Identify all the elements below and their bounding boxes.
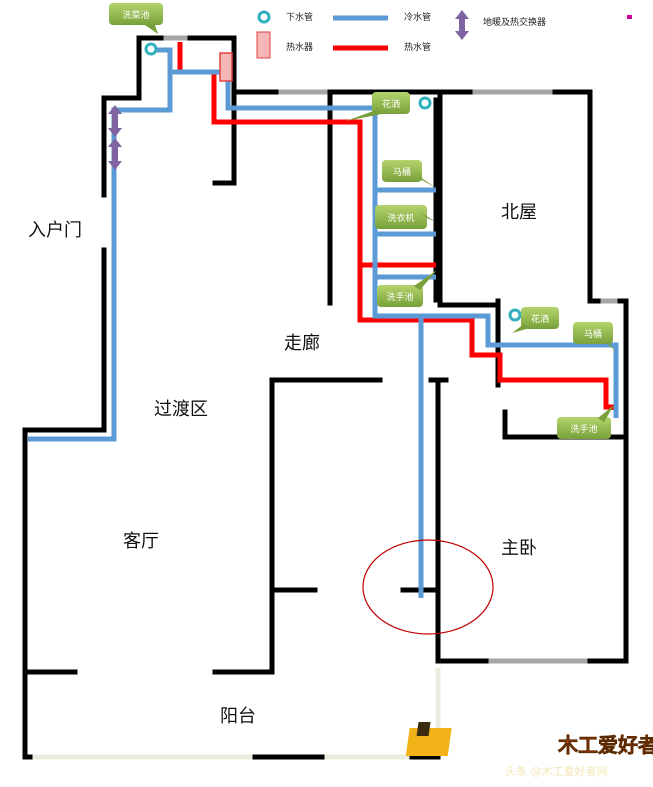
legend-cold-label: 冷水管 [404, 11, 431, 23]
drain-bathroom-icon [418, 96, 432, 110]
walls-light [30, 35, 620, 760]
tag-basin-2: 洗手池 [557, 405, 614, 439]
cold-water-pipe [28, 47, 619, 598]
exchanger-icon [455, 10, 469, 40]
legend-heater-label: 热水器 [286, 41, 313, 53]
drain-icon [257, 10, 271, 24]
legend: 下水管 冷水管 地暖及热交换器 热水器 热水管 [256, 10, 632, 59]
legend-exchanger-label: 地暖及热交换器 [483, 16, 546, 28]
room-living: 客厅 [123, 531, 159, 552]
svg-text:花洒: 花洒 [531, 313, 549, 325]
room-balcony: 阳台 [220, 706, 256, 727]
fixture-tags: 洗菜池 花洒 马桶 洗衣机 洗手池 花洒 [109, 3, 616, 439]
drain-kitchen-icon [144, 42, 158, 56]
svg-text:花洒: 花洒 [382, 98, 400, 110]
legend-drain-label: 下水管 [286, 11, 313, 23]
legend-hot-label: 热水管 [404, 41, 431, 53]
tag-basin-1: 洗手池 [377, 270, 437, 307]
heat-exchanger-2 [108, 138, 122, 170]
room-labels: 入户门 走廊 北屋 过渡区 客厅 主卧 阳台 [28, 202, 537, 727]
room-corridor: 走廊 [284, 333, 320, 354]
svg-text:洗手池: 洗手池 [570, 423, 597, 435]
drain-master-bath-icon [508, 308, 522, 322]
tag-toilet-2: 马桶 [573, 322, 616, 352]
watermark-logo: 木工爱好者 [557, 733, 653, 757]
tag-washer: 洗衣机 [375, 205, 436, 229]
heat-exchanger-1 [108, 105, 122, 137]
tag-shower-1: 花洒 [346, 92, 410, 121]
room-transition: 过渡区 [154, 399, 208, 420]
annotation-circle [362, 539, 494, 635]
corner-marker [627, 15, 632, 19]
watermark: 木工爱好者 头条 @木工爱好者网 [405, 722, 653, 778]
svg-text:洗衣机: 洗衣机 [387, 212, 414, 224]
tag-kitchen-sink: 洗菜池 [109, 3, 163, 34]
woodwork-logo-icon [405, 722, 452, 756]
svg-text:马桶: 马桶 [584, 328, 602, 340]
tag-toilet-1: 马桶 [382, 160, 436, 188]
room-master: 主卧 [501, 538, 537, 559]
water-heater-icon [256, 31, 271, 59]
svg-text:马桶: 马桶 [393, 166, 411, 178]
svg-text:洗菜池: 洗菜池 [122, 9, 149, 21]
watermark-caption: 头条 @木工爱好者网 [505, 764, 608, 778]
tag-shower-2: 花洒 [512, 307, 559, 333]
svg-text:洗手池: 洗手池 [386, 291, 413, 303]
water-heater [219, 52, 233, 82]
room-north: 北屋 [501, 202, 537, 223]
hot-water-pipe [177, 42, 615, 410]
room-entrance: 入户门 [28, 220, 82, 241]
